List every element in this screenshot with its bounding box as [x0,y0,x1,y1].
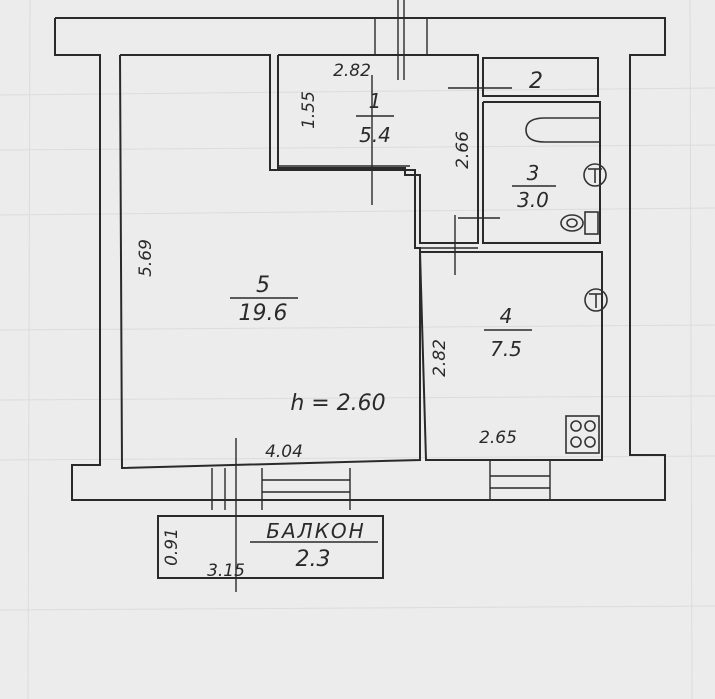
balcony-outline [157,515,384,579]
room-number: 2 [529,69,543,94]
dim-room5-width: 4.04 [265,442,303,462]
room-label-3: 3 3.0 [512,161,556,212]
bathtub-icon [525,117,600,143]
dim-balcony-depth: 0.91 [162,528,182,566]
dim-room5-depth: 5.69 [136,239,156,277]
dim-corridor-length: 2.66 [453,131,473,169]
stove-icon [565,415,600,454]
room-area: 3.0 [517,188,549,212]
room-label-5: 5 19.6 [230,273,298,326]
window-kitchen [489,460,551,500]
room-label-2: 2 [529,69,543,94]
boiler-icon [583,163,607,187]
dim-balcony-width: 3.15 [207,561,245,581]
dim-kitchen-depth: 2.82 [430,339,450,377]
room-label-4: 4 7.5 [484,304,532,361]
interior-walls [277,54,603,461]
ceiling-height: h = 2.60 [290,391,385,416]
room-label-1: 1 5.4 [356,89,394,147]
kitchen-boiler-icon [584,288,608,312]
dim-kitchen-width: 2.65 [479,428,517,448]
dimension-lines [235,75,512,592]
room-number: 5 [256,273,270,298]
balcony-area: 2.3 [296,547,331,572]
dim-hall-depth: 1.55 [299,91,319,129]
window-room5 [211,468,351,510]
room-number: 3 [527,161,540,185]
entrance-opening [374,0,428,80]
room-area: 5.4 [359,123,391,147]
room-number: 4 [500,304,513,328]
balcony-title: БАЛКОН [266,519,365,543]
toilet-icon [560,211,599,235]
dimension-labels: 2.82 1.55 2.66 5.69 4.04 2.82 2.65 h = 2… [136,61,517,581]
room-area: 7.5 [490,337,522,361]
dim-hall-width: 2.82 [333,61,371,81]
room-number: 1 [369,89,382,113]
balcony-label: БАЛКОН 2.3 [266,519,365,572]
room-area: 19.6 [239,301,288,326]
outer-walls [54,17,666,501]
